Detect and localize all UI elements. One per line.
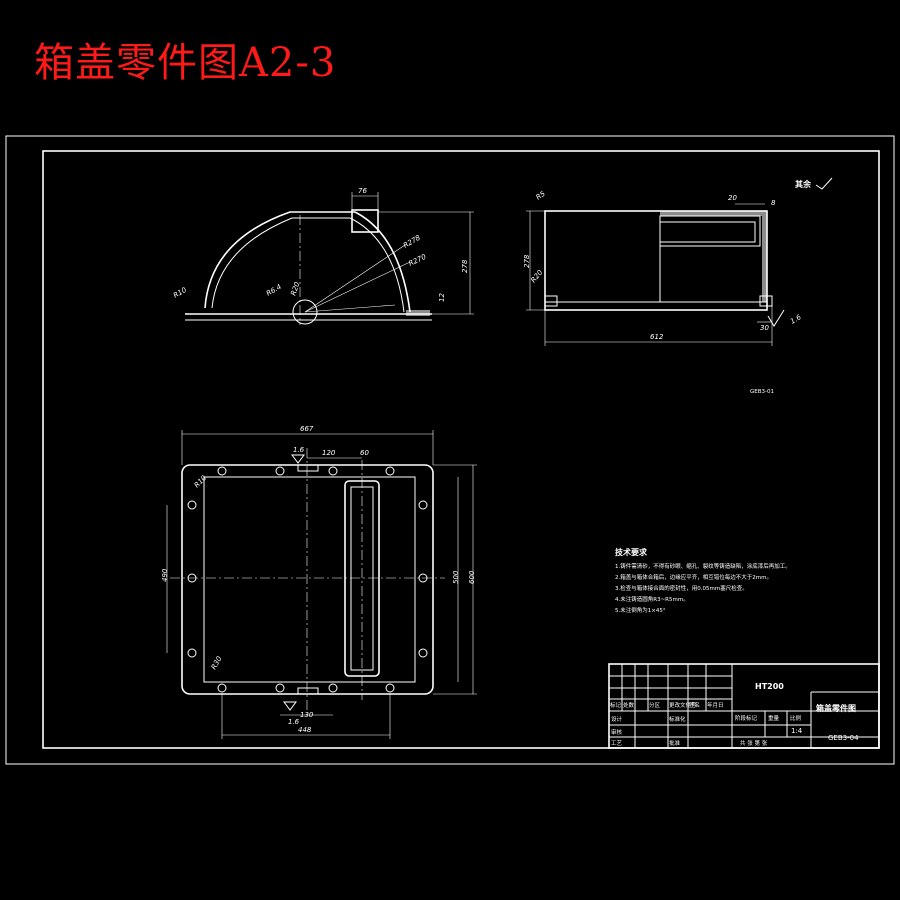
tb-part-name: 箱盖零件图 [816, 703, 856, 713]
surface-note: 其余 [795, 179, 812, 189]
tech-req-3: 3.检查与箱体接合面的密封性，用0.05mm塞尺检查。 [615, 584, 748, 592]
tb-stage: 阶段标记 [735, 714, 758, 722]
inner-frame [42, 150, 880, 749]
dim-278-side: 278 [523, 254, 531, 268]
view-label: GEB3-01 [750, 389, 774, 395]
tb-label-3: 更改文件号 [669, 701, 697, 709]
roughness-icon-plan-bottom [283, 701, 297, 711]
tb-sheets: 共 张 第 张 [740, 739, 768, 747]
dim-130: 130 [300, 711, 314, 719]
dim-612: 612 [650, 333, 664, 341]
dim-278: 278 [461, 259, 469, 273]
dim-12: 12 [438, 293, 446, 302]
tb-check: 审核 [611, 728, 623, 736]
dim-20: 20 [728, 194, 737, 202]
side-view: 其余 278 R5 R20 20 8 612 30 1.6 GEB3-01 [523, 177, 833, 395]
tech-req-4: 4.未注铸造圆角R3~R5mm。 [615, 595, 689, 603]
dim-667: 667 [300, 425, 314, 433]
dim-r10-front: R10 [172, 286, 188, 300]
front-view: 76 278 R278 R270 R10 R20 R6.4 12 [172, 187, 474, 325]
tb-material: HT200 [755, 682, 784, 691]
tb-std: 标准化 [669, 715, 686, 723]
tech-req-1: 1.铸件需清砂，不得有砂眼、缩孔、裂纹等铸造缺陷，涂底漆后再加工。 [615, 562, 791, 570]
dim-500: 500 [452, 570, 460, 584]
dim-r270: R270 [407, 253, 427, 268]
roughness-icon-side [767, 309, 785, 327]
tb-scale: 1:4 [791, 727, 803, 735]
tb-weight: 重量 [768, 714, 780, 722]
tb-label-2: 分区 [649, 701, 661, 709]
tb-label-0: 标记 [610, 701, 622, 709]
dim-448: 448 [298, 726, 312, 734]
outer-frame [5, 135, 895, 765]
tb-design: 设计 [611, 715, 623, 723]
tech-req-2: 2.箱盖与箱体合箱后，边缘应平齐，相互错位每边不大于2mm。 [615, 573, 772, 581]
dim-hole: R6.4 [265, 283, 283, 298]
tb-process: 工艺 [611, 740, 623, 747]
dim-8: 8 [771, 199, 776, 207]
page-title: 箱盖零件图A2-3 [34, 40, 337, 86]
dim-60: 60 [360, 449, 369, 457]
tb-approve: 批准 [669, 739, 681, 747]
plan-view: 667 1.6 120 60 R10 R30 490 500 600 130 1… [161, 425, 477, 739]
tb-label-5: 年月日 [707, 701, 724, 709]
roughness-side: 1.6 [789, 313, 803, 326]
dim-120: 120 [322, 449, 336, 457]
dim-r5: R5 [535, 189, 548, 201]
dim-600: 600 [468, 570, 476, 584]
dim-1-6-bottom: 1.6 [288, 718, 300, 726]
tb-drawing-no: GEB3-04 [828, 734, 859, 742]
roughness-icon [815, 177, 833, 190]
dim-r10-plan: R10 [193, 474, 209, 490]
dim-490: 490 [161, 568, 169, 582]
bolt-holes [187, 466, 428, 693]
title-block: 标记 处数 分区 更改文件号 签名 年月日 设计 标准化 审核 工艺 批准 HT… [608, 663, 880, 749]
dim-r20-side: R20 [529, 268, 544, 284]
roughness-icon-plan [291, 454, 305, 464]
tb-label-4: 签名 [689, 701, 700, 709]
dim-76: 76 [358, 187, 367, 195]
tb-scale-label: 比例 [790, 714, 802, 722]
tech-req-5: 5.未注倒角为1×45° [615, 606, 666, 614]
dim-1-6-top: 1.6 [293, 446, 305, 454]
tech-req-heading: 技术要求 [615, 547, 648, 557]
dim-r278: R278 [402, 233, 422, 249]
tb-label-1: 处数 [623, 701, 635, 709]
dim-r30: R30 [210, 655, 224, 671]
tech-requirements: 技术要求 1.铸件需清砂，不得有砂眼、缩孔、裂纹等铸造缺陷，涂底漆后再加工。 2… [615, 547, 791, 614]
dim-30: 30 [760, 324, 769, 332]
